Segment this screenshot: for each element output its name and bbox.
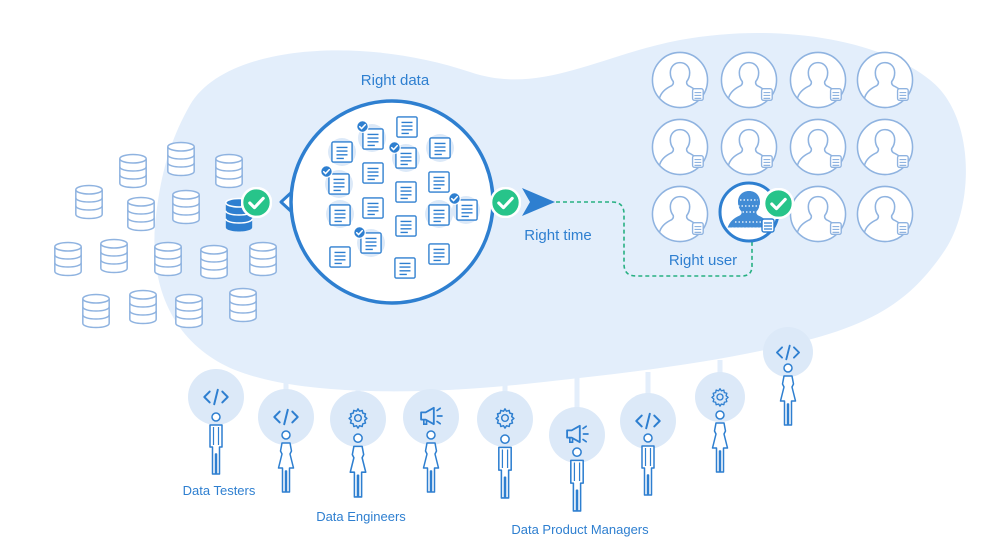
document-icon	[395, 215, 417, 237]
document-icon	[428, 171, 450, 193]
user-avatar-icon	[856, 51, 914, 109]
document-icon	[331, 141, 353, 163]
user-avatar-icon	[789, 51, 847, 109]
database-icon	[119, 153, 147, 189]
database-icon	[129, 289, 157, 325]
verified-mark-icon	[320, 165, 333, 178]
database-icon	[172, 189, 200, 225]
document-icon	[395, 181, 417, 203]
database-icon	[167, 141, 195, 177]
database-icon	[75, 184, 103, 220]
database-icon	[215, 153, 243, 189]
document-icon	[428, 204, 450, 226]
document-icon	[328, 173, 350, 195]
verified-mark-icon	[388, 141, 401, 154]
user-avatar-icon	[856, 185, 914, 243]
check-badge-icon	[490, 187, 521, 218]
document-icon	[394, 257, 416, 279]
document-icon	[362, 197, 384, 219]
right-user-label: Right user	[669, 252, 737, 269]
database-icon	[82, 293, 110, 329]
delivery-path	[556, 201, 753, 277]
database-icon	[249, 241, 277, 277]
document-icon	[456, 199, 478, 221]
database-icon	[175, 293, 203, 329]
right-data-label: Right data	[361, 72, 430, 89]
document-icon	[396, 116, 418, 138]
role-label-data-product-managers: Data Product Managers	[511, 522, 649, 537]
database-icon	[229, 287, 257, 323]
selected-user-avatar	[718, 181, 780, 243]
check-badge-icon	[763, 188, 794, 219]
user-grid	[651, 51, 914, 243]
database-icon	[200, 244, 228, 280]
right-data-circle	[279, 99, 495, 305]
user-avatar-icon	[789, 185, 847, 243]
user-avatar-icon	[720, 118, 778, 176]
user-avatar-icon	[856, 118, 914, 176]
roles-row	[188, 327, 813, 512]
role-label-data-engineers: Data Engineers	[316, 509, 406, 524]
document-icon	[429, 137, 451, 159]
user-avatar-icon	[651, 118, 709, 176]
document-icon	[428, 243, 450, 265]
user-avatar-icon	[651, 185, 709, 243]
role-label-data-testers: Data Testers	[183, 483, 256, 498]
database-icon	[154, 241, 182, 277]
database-icon	[127, 196, 155, 232]
document-grid	[320, 116, 480, 279]
user-avatar-icon	[651, 51, 709, 109]
database-icon	[54, 241, 82, 277]
document-icon	[362, 162, 384, 184]
database-icon	[100, 238, 128, 274]
verified-mark-icon	[353, 226, 366, 239]
verified-mark-icon	[356, 120, 369, 133]
user-avatar-icon	[789, 118, 847, 176]
check-badge-icon	[241, 187, 272, 218]
document-icon	[329, 246, 351, 268]
arrow-icon	[522, 188, 555, 216]
verified-mark-icon	[448, 192, 461, 205]
right-time-label: Right time	[524, 227, 592, 244]
document-icon	[329, 204, 351, 226]
user-avatar-icon	[720, 51, 778, 109]
document-icon	[362, 128, 384, 150]
